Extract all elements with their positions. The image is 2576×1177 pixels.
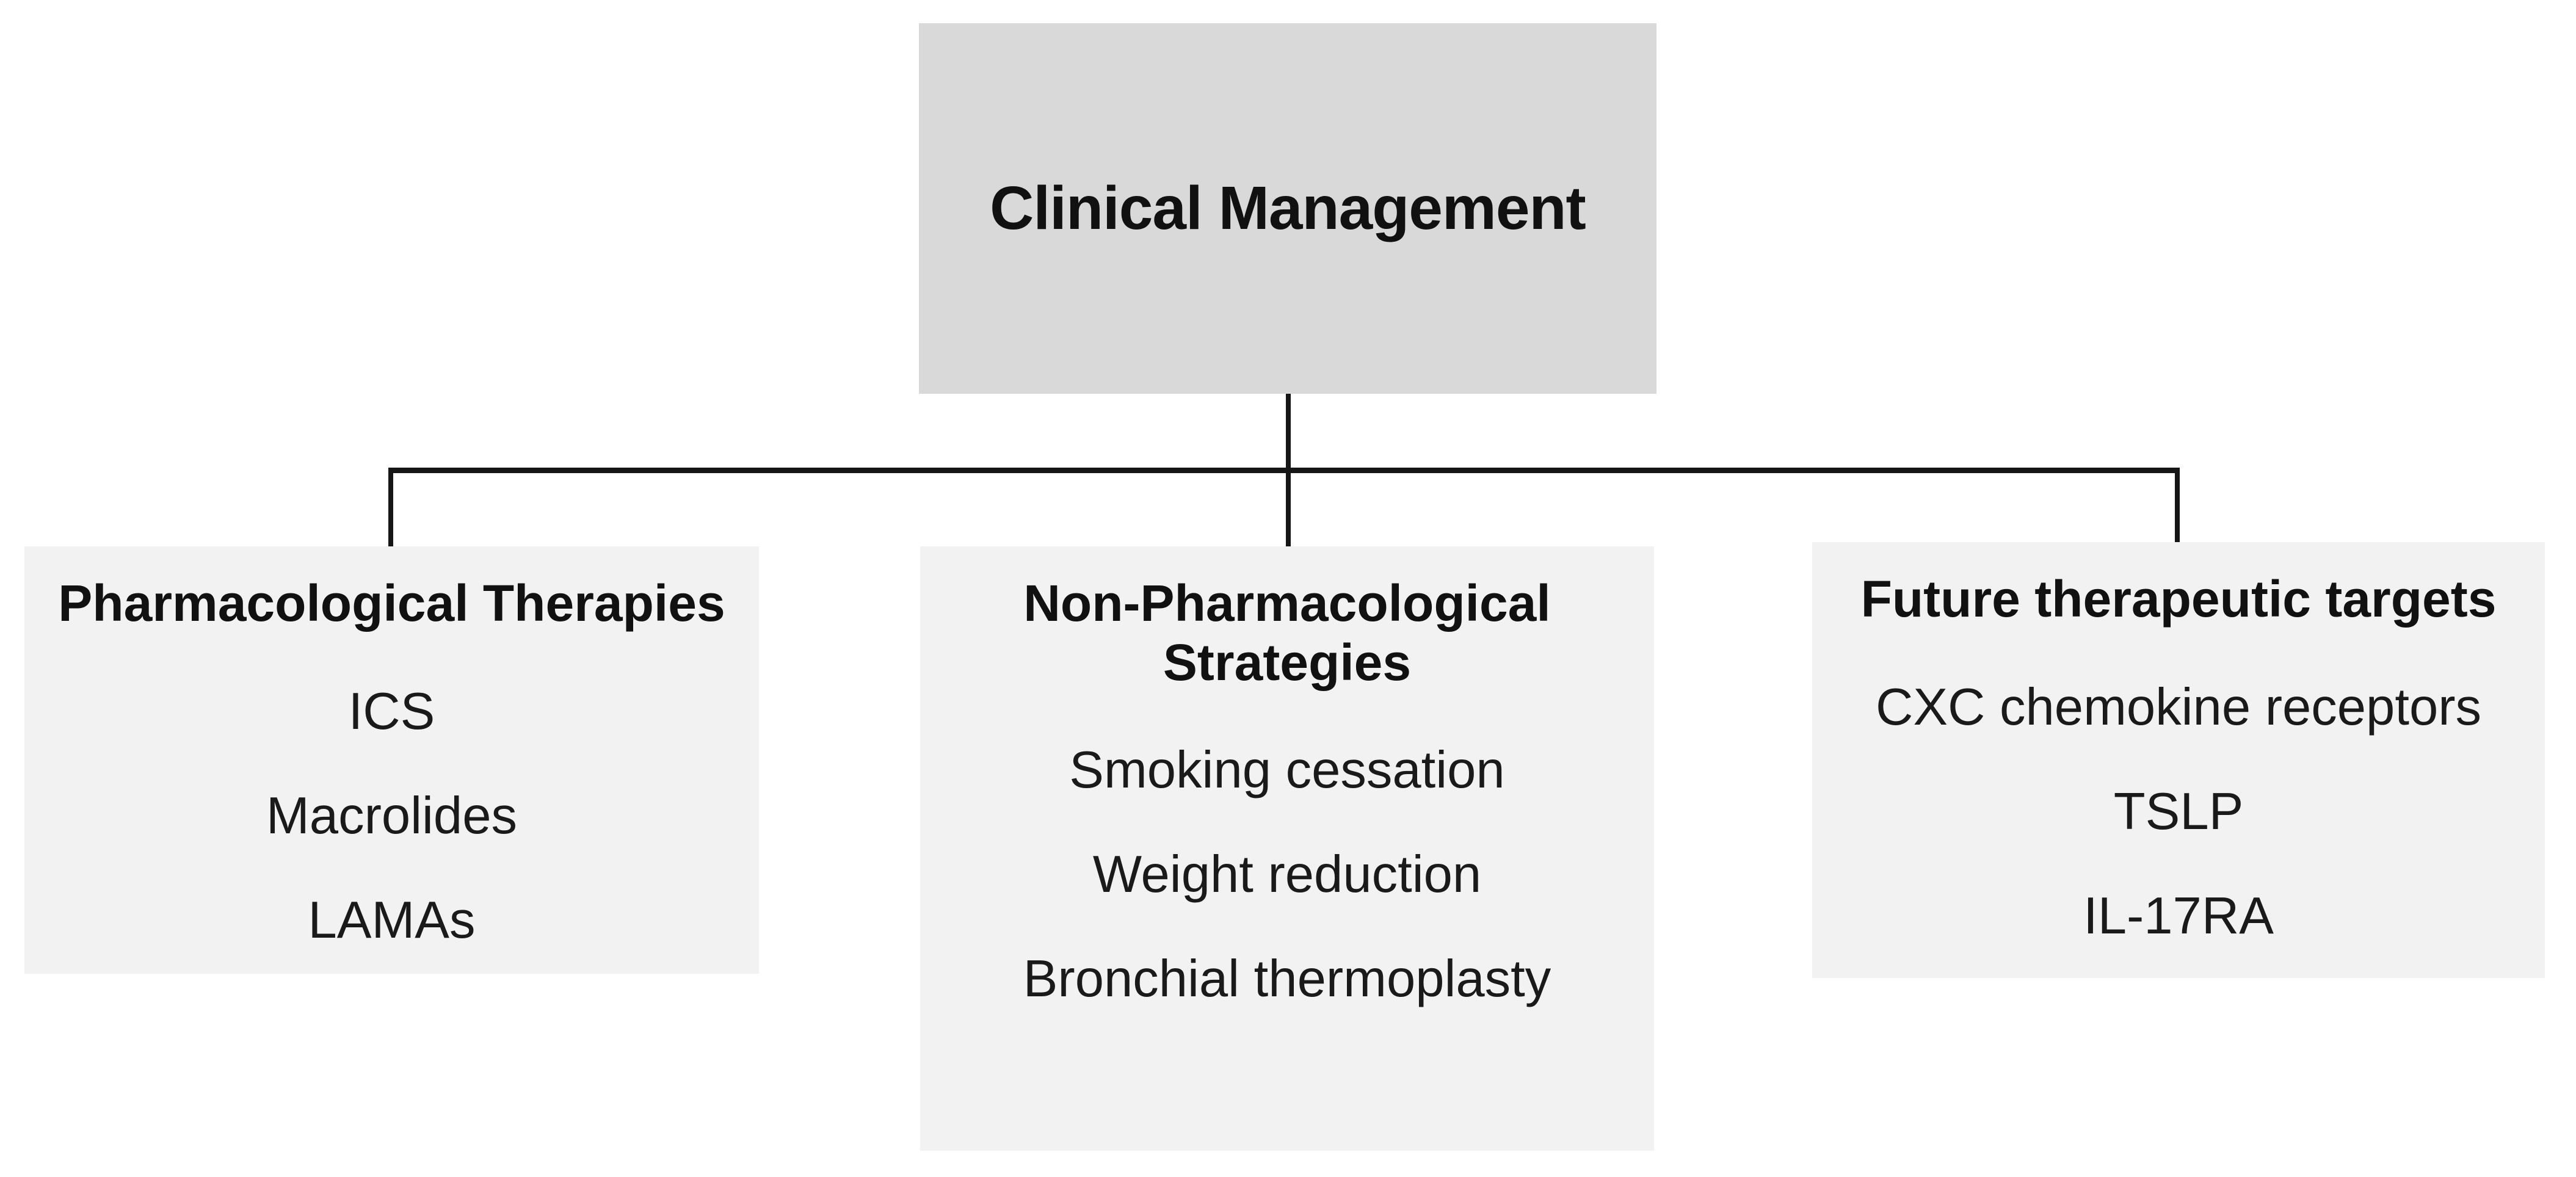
connector-left-vertical-line [388, 468, 393, 546]
branch-item-ics: ICS [348, 682, 435, 741]
branch-node-future-therapeutic-targets: Future therapeutic targets CXC chemokine… [1812, 542, 2545, 978]
root-node-label: Clinical Management [990, 174, 1586, 242]
branch-item-cxc-chemokine-receptors: CXC chemokine receptors [1875, 678, 2482, 736]
branch-item-il-17ra: IL-17RA [2083, 886, 2274, 945]
branch-title-pharmacological-therapies: Pharmacological Therapies [58, 574, 725, 632]
connector-horizontal-line [388, 468, 2180, 473]
branch-item-smoking-cessation: Smoking cessation [1069, 741, 1505, 800]
connector-right-vertical-line [2175, 468, 2180, 542]
branch-node-non-pharmacological-strategies: Non-Pharmacological Strategies Smoking c… [920, 546, 1654, 1151]
branch-node-pharmacological-therapies: Pharmacological Therapies ICS Macrolides… [24, 546, 759, 974]
branch-item-bronchial-thermoplasty: Bronchial thermoplasty [1023, 950, 1551, 1009]
branch-item-tslp: TSLP [2113, 782, 2244, 841]
branch-item-lamas: LAMAs [308, 891, 476, 949]
branch-title-future-therapeutic-targets: Future therapeutic targets [1860, 570, 2497, 628]
branch-item-macrolides: Macrolides [266, 786, 517, 845]
branch-item-weight-reduction: Weight reduction [1092, 846, 1482, 904]
root-node-clinical-management: Clinical Management [919, 23, 1656, 394]
branch-title-non-pharmacological-strategies: Non-Pharmacological Strategies [1023, 574, 1551, 691]
